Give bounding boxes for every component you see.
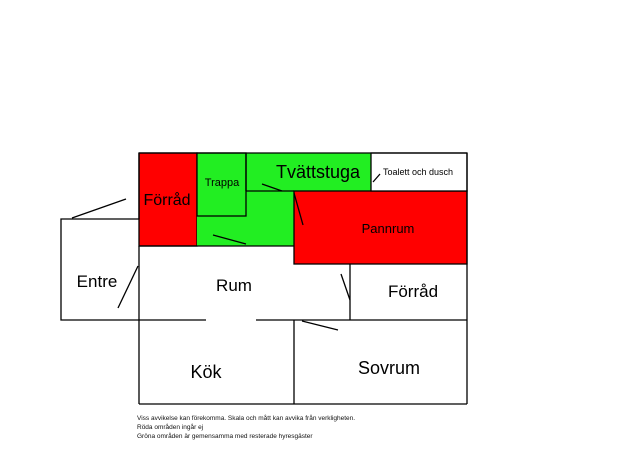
label-kok: Kök: [190, 362, 222, 382]
note-green-areas: Gröna områden är gemensamma med resterad…: [137, 433, 313, 440]
label-pannrum: Pannrum: [362, 221, 415, 236]
door-entre-inner: [117, 265, 139, 309]
door-entre-outer: [71, 198, 127, 219]
label-toalett: Toalett och dusch: [383, 167, 453, 177]
label-rum: Rum: [216, 276, 252, 295]
label-tvattstuga: Tvättstuga: [276, 162, 361, 182]
door-pannrum: [293, 192, 304, 226]
door-sovrum: [301, 320, 339, 331]
door-toalett: [372, 173, 381, 183]
door-forrad-right: [340, 273, 351, 301]
label-forrad-right: Förråd: [388, 282, 438, 301]
label-sovrum: Sovrum: [358, 358, 420, 378]
label-trappa: Trappa: [205, 177, 240, 189]
label-entre: Entre: [77, 272, 118, 291]
disclaimer-notes: Viss avvikelse kan förekomma. Skala och …: [137, 414, 355, 441]
note-red-areas: Röda områden ingår ej: [137, 424, 204, 431]
walls: [60, 152, 468, 405]
room-forrad-left: [138, 152, 198, 247]
door-swings: [71, 173, 381, 331]
note-scale: Viss avvikelse kan förekomma. Skala och …: [137, 415, 356, 422]
door-trappa: [212, 234, 247, 245]
door-tvattstuga: [261, 183, 283, 192]
label-forrad-left: Förråd: [143, 191, 190, 209]
room-trappa: [196, 152, 247, 217]
